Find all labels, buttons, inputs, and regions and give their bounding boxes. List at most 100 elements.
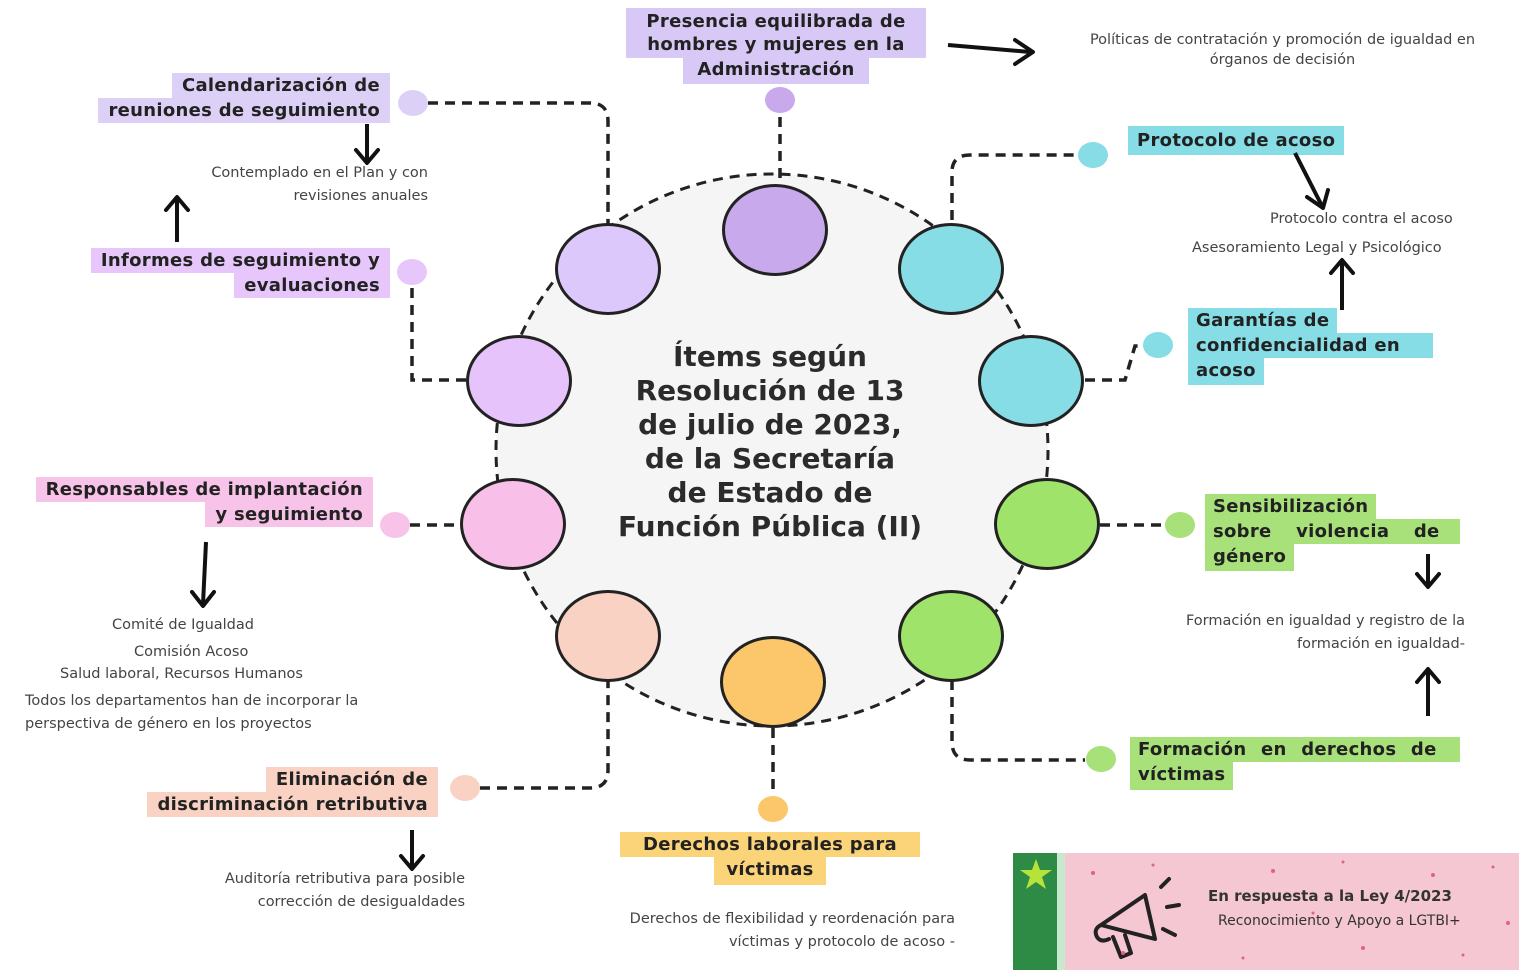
dot-formacion-derechos — [1086, 746, 1116, 772]
arrow-right-icon — [947, 38, 1035, 66]
label-line: Presencia equilibrada de — [646, 11, 906, 32]
label-line: y seguimiento — [205, 502, 373, 527]
arrow-down-icon — [354, 124, 380, 165]
label-garantias: Garantías de confidencialidad en acoso — [1188, 308, 1433, 385]
note-line: Políticas de contratación y promoción de… — [1089, 32, 1476, 48]
label-line: reuniones de seguimiento — [98, 98, 390, 123]
label-line: Sensibilización — [1205, 494, 1377, 519]
arrow-up-icon — [1329, 258, 1355, 310]
connector-protocolo — [950, 153, 1078, 220]
connector-garantias — [1085, 344, 1145, 382]
label-formacion-derechos: Formación en derechos de víctimas — [1130, 737, 1460, 790]
label-line: Formación en derechos de — [1130, 737, 1460, 762]
arrow-up-icon — [1415, 667, 1441, 716]
connector-calendarizacion — [428, 101, 610, 224]
connector-formacion-derechos — [950, 680, 1085, 762]
note-line: revisiones anuales — [293, 188, 428, 204]
note-line: Derechos de flexibilidad y reordenación … — [629, 911, 955, 927]
center-title-line: Función Pública (II) — [617, 510, 923, 543]
connector-informes — [410, 288, 470, 382]
node-garantias — [978, 335, 1084, 427]
note-line: víctimas y protocolo de acoso - — [728, 934, 955, 950]
arrow-down-icon — [190, 541, 216, 608]
label-line: Responsables de implantación — [35, 477, 373, 502]
note-todos: Todos los departamentos han de incorpora… — [25, 690, 358, 736]
label-line: víctimas — [714, 857, 826, 885]
label-protocolo: Protocolo de acoso — [1128, 126, 1345, 155]
label-line: Eliminación de — [265, 767, 438, 792]
dot-informes — [397, 259, 427, 285]
note-line: Auditoría retributiva para posible — [224, 871, 465, 887]
note-protocolo-contra: Protocolo contra el acoso — [1270, 211, 1453, 227]
note-line: perspectiva de género en los proyectos — [25, 716, 312, 732]
center-title-line: Resolución de 13 — [635, 374, 905, 407]
ley-banner: En respuesta a la Ley 4/2023 Reconocimie… — [1013, 853, 1519, 970]
label-line: Protocolo de acoso — [1128, 126, 1345, 155]
banner-subtitle: Reconocimiento y Apoyo a LGTBI+ — [1218, 913, 1461, 929]
node-sensibilizacion — [994, 478, 1100, 570]
node-protocolo — [898, 223, 1004, 315]
connector-eliminacion — [480, 680, 610, 790]
label-line: Administración — [683, 58, 869, 84]
center-title: Ítems según Resolución de 13 de julio de… — [600, 340, 940, 544]
note-line: formación en igualdad- — [1297, 636, 1465, 652]
star-icon — [1020, 859, 1052, 889]
note-flexibilidad: Derechos de flexibilidad y reordenación … — [575, 908, 955, 954]
banner-stripe-light — [1057, 853, 1065, 970]
node-derechos-laborales — [720, 636, 826, 728]
node-responsables — [460, 478, 566, 570]
label-line: Informes de seguimiento y — [90, 248, 390, 273]
label-line: discriminación retributiva — [147, 792, 438, 817]
megaphone-icon — [1093, 877, 1181, 959]
label-line: Garantías de — [1188, 308, 1338, 333]
label-derechos-laborales: Derechos laborales para víctimas — [620, 832, 920, 885]
label-line: confidencialidad en — [1188, 333, 1433, 358]
node-informes — [466, 335, 572, 427]
arrow-up-icon — [164, 195, 190, 242]
label-sensibilizacion: Sensibilización sobre violencia de géner… — [1205, 494, 1460, 571]
arrow-down-icon — [1293, 152, 1330, 210]
dot-protocolo — [1078, 142, 1108, 168]
label-informes: Informes de seguimiento y evaluaciones — [75, 248, 390, 298]
confetti-decoration — [1091, 860, 1510, 960]
label-line: acoso — [1188, 358, 1264, 385]
note-line: Todos los departamentos han de incorpora… — [25, 693, 359, 709]
node-presencia — [722, 184, 828, 276]
label-line: Calendarización de — [171, 73, 390, 98]
label-line: género — [1205, 544, 1295, 571]
node-eliminacion — [555, 590, 661, 682]
center-title-line: de la Secretaría — [644, 442, 896, 475]
dot-sensibilizacion — [1165, 512, 1195, 538]
note-line: corrección de desigualdades — [257, 894, 465, 910]
note-line: órganos de decisión — [1209, 52, 1356, 68]
dot-derechos-laborales — [758, 796, 788, 822]
note-comision: Comisión Acoso — [134, 644, 249, 660]
note-auditoria: Auditoría retributiva para posible corre… — [180, 868, 465, 914]
dot-garantias — [1143, 332, 1173, 358]
note-line: Formación en igualdad y registro de la — [1185, 613, 1465, 629]
banner-title: En respuesta a la Ley 4/2023 — [1208, 887, 1452, 905]
note-line: Contemplado en el Plan y con — [211, 165, 428, 181]
note-politicas: Políticas de contratación y promoción de… — [1045, 30, 1519, 70]
label-calendarizacion: Calendarización de reuniones de seguimie… — [82, 73, 390, 123]
label-line: hombres y mujeres en la — [647, 34, 905, 55]
label-line: Derechos laborales para — [620, 832, 920, 857]
node-formacion-derechos — [898, 590, 1004, 682]
center-title-line: de Estado de — [667, 476, 873, 509]
label-line: evaluaciones — [234, 273, 390, 298]
dot-calendarizacion — [398, 90, 428, 116]
dot-responsables — [380, 512, 410, 538]
arrow-down-icon — [399, 830, 425, 871]
label-responsables: Responsables de implantación y seguimien… — [8, 477, 373, 527]
label-line: sobre violencia de — [1205, 519, 1460, 544]
center-title-line: Ítems según — [673, 340, 867, 373]
note-contemplado: Contemplado en el Plan y con revisiones … — [170, 162, 428, 208]
center-title-line: de julio de 2023, — [638, 408, 902, 441]
label-line: víctimas — [1130, 762, 1234, 790]
note-comite: Comité de Igualdad — [112, 617, 254, 633]
dot-presencia — [765, 87, 795, 113]
note-salud: Salud laboral, Recursos Humanos — [60, 666, 303, 682]
arrow-down-icon — [1415, 554, 1441, 589]
node-calendarizacion — [555, 223, 661, 315]
